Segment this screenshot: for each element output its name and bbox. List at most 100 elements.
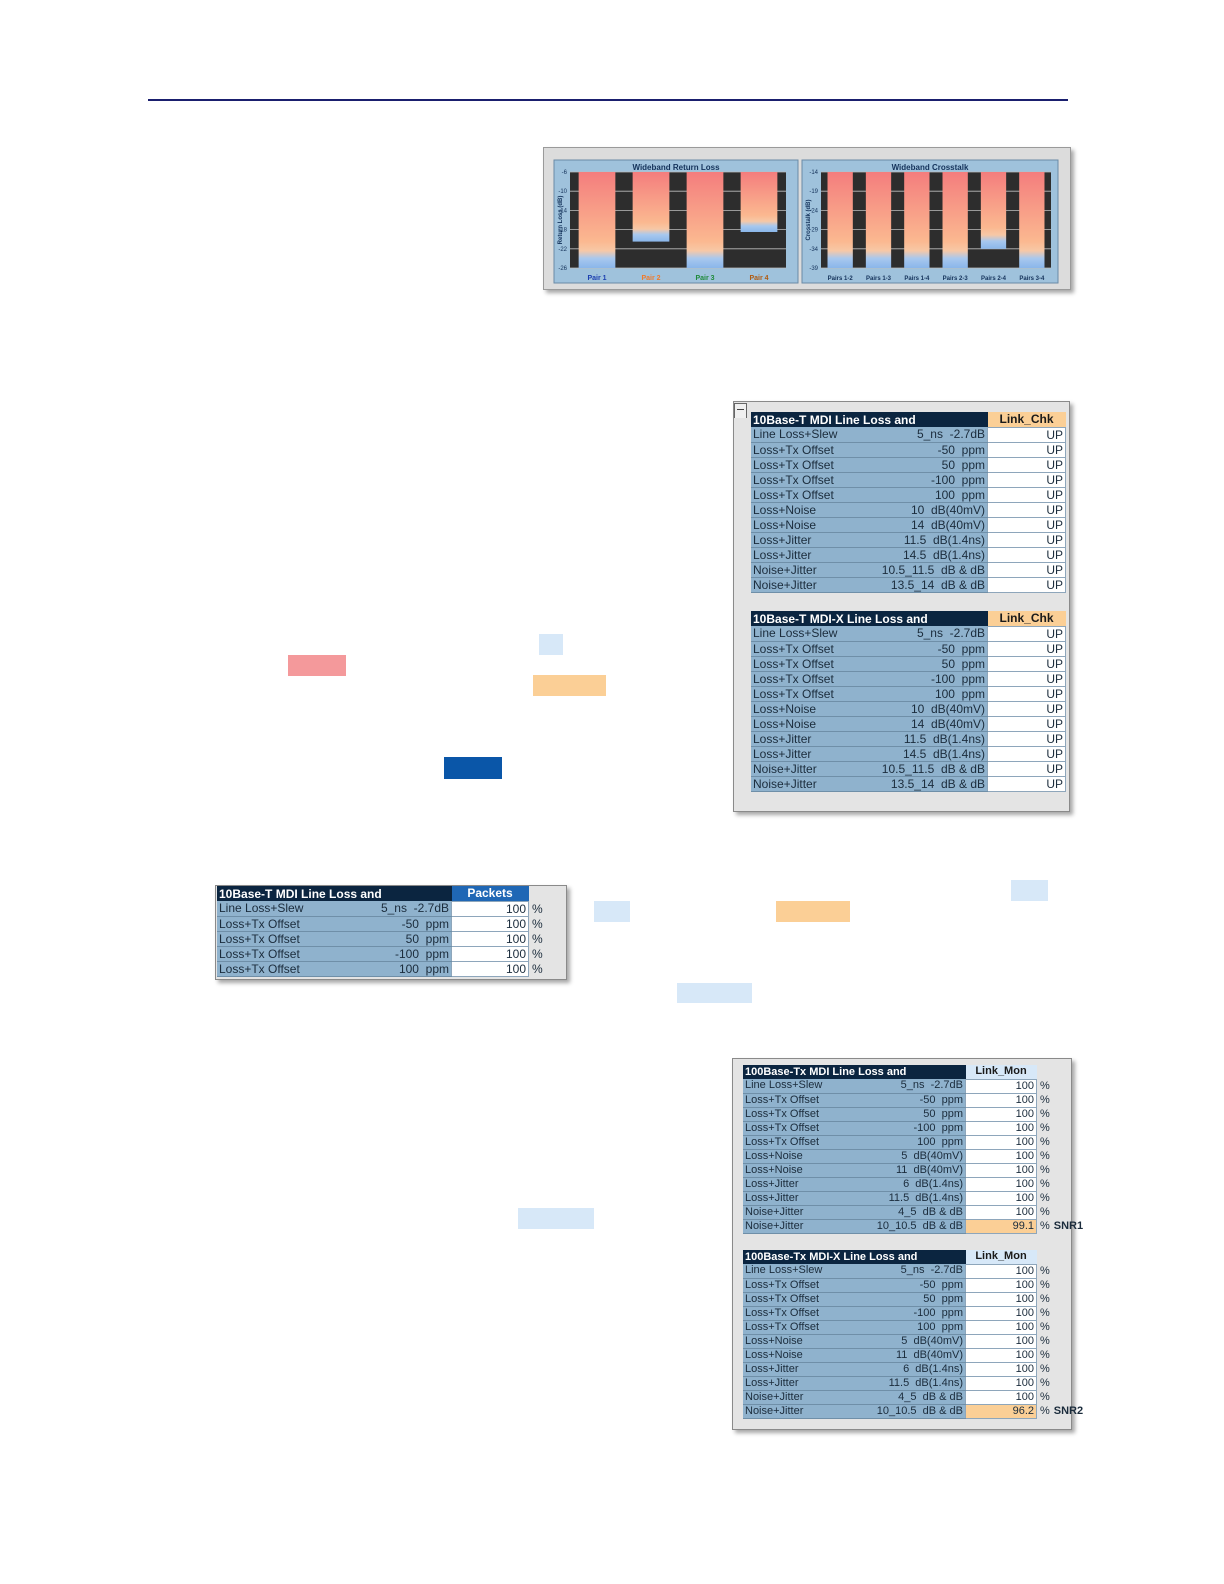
result-tag (1052, 1163, 1085, 1177)
test-result: 100 (451, 900, 529, 917)
collapse-icon[interactable] (734, 403, 747, 418)
test-name: Noise+Jitter (743, 1390, 859, 1405)
result-unit: % (1040, 1404, 1050, 1417)
test-result: UP (987, 441, 1066, 458)
result-tag (1052, 1135, 1085, 1149)
result-tag (1052, 1306, 1085, 1320)
test-result: 100 (965, 1319, 1037, 1335)
test-result: UP (987, 640, 1066, 657)
test-result: 100 (965, 1204, 1037, 1220)
test-name: Loss+Tx Offset (743, 1292, 859, 1307)
result-unit: % (1040, 1219, 1050, 1232)
header-gap (529, 886, 549, 901)
test-name: Loss+Noise (751, 701, 875, 717)
result-unit: % (1040, 1121, 1050, 1134)
test-result: UP (987, 471, 1066, 488)
y-tick-label: -14 (809, 170, 818, 176)
test-parameter: 14.5 dB(1.4ns) (875, 547, 988, 563)
test-name: Loss+Jitter (751, 547, 875, 563)
bar (578, 172, 616, 268)
x-tick-label: Pair 3 (695, 275, 714, 282)
test-result: 100 (965, 1375, 1037, 1391)
test-result: UP (987, 655, 1066, 672)
test-name: Loss+Jitter (743, 1376, 859, 1391)
test-result: UP (987, 670, 1066, 687)
test-name: Loss+Noise (751, 517, 875, 533)
bar (942, 172, 968, 268)
test-parameter: 5_ns -2.7dB (875, 427, 988, 443)
x-tick-label: Pairs 2-3 (943, 276, 969, 282)
chart-title: Wideband Crosstalk (892, 163, 969, 172)
bar (686, 172, 724, 268)
result-unit: % (1040, 1278, 1050, 1291)
test-parameter: 13.5_14 dB & dB (875, 577, 988, 593)
test-parameter: 14.5 dB(1.4ns) (875, 746, 988, 762)
table-title: 10Base-T MDI Line Loss and (751, 412, 988, 427)
result-unit: % (1040, 1205, 1050, 1218)
y-tick-label: -34 (809, 247, 818, 253)
test-result: UP (987, 625, 1066, 642)
test-parameter: 100 ppm (875, 686, 988, 702)
test-parameter: 10.5_11.5 dB & dB (875, 761, 988, 777)
result-tag (1052, 1348, 1085, 1362)
test-parameter: 6 dB(1.4ns) (859, 1177, 966, 1192)
test-name: Loss+Tx Offset (743, 1093, 859, 1108)
bar (827, 172, 853, 268)
test-name: Loss+Tx Offset (751, 457, 875, 473)
test-name: Loss+Tx Offset (217, 946, 341, 962)
test-parameter: 11 dB(40mV) (859, 1348, 966, 1363)
y-tick-label: -19 (809, 189, 818, 195)
test-parameter: 50 ppm (859, 1292, 966, 1307)
